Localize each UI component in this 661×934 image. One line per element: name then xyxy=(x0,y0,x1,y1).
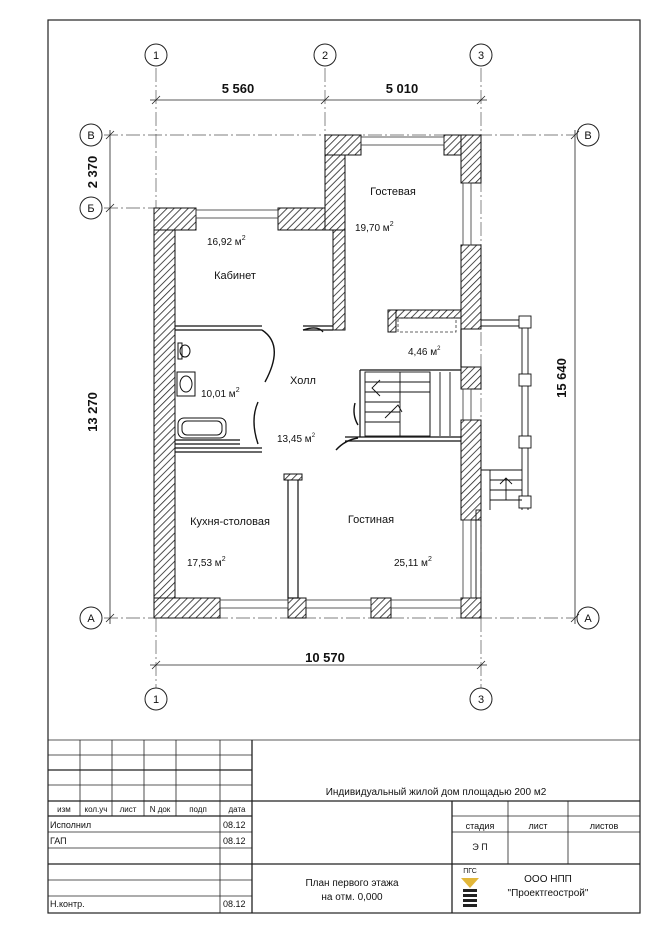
windows xyxy=(195,136,472,609)
stamp-header-list: лист xyxy=(120,805,137,814)
room-name-gostinaya: Гостиная xyxy=(348,514,394,526)
logo-text: ПГС xyxy=(463,868,477,875)
dim-bottom: 10 570 xyxy=(305,650,345,665)
room-area-kuhnya: 17,53 м2 xyxy=(187,556,226,569)
stamp-header-stadiya: стадия xyxy=(466,821,495,831)
stamp-header-kol: кол.уч xyxy=(85,805,108,814)
stamp-stage-value: Э П xyxy=(472,842,487,852)
axis-label-3-top: 3 xyxy=(478,50,484,62)
stamp-date-nkontr: 08.12 xyxy=(223,899,246,909)
axis-label-1-bottom: 1 xyxy=(153,694,159,706)
room-area-gostinaya: 25,11 м2 xyxy=(394,556,432,569)
room-area-holl: 13,45 м2 xyxy=(277,433,316,445)
stamp-role-ispolnil: Исполнил xyxy=(50,820,91,830)
axis-label-a-left: А xyxy=(87,613,95,625)
doors xyxy=(253,327,359,451)
partitions xyxy=(175,325,462,453)
stamp-header-ndok: N док xyxy=(150,805,171,814)
stamp-role-gap: ГАП xyxy=(50,836,67,846)
company-name-line1: ООО НПП xyxy=(524,874,572,885)
room-name-kabinet: Кабинет xyxy=(214,270,256,282)
stamp-header-izm: изм xyxy=(57,805,71,814)
company-name-line2: "Проектгеострой" xyxy=(508,888,589,899)
dim-top-left: 5 560 xyxy=(222,81,255,96)
stamp-date-ispolnil: 08.12 xyxy=(223,820,246,830)
company-logo: ПГС xyxy=(461,868,479,907)
terrace xyxy=(475,315,532,599)
bath-fixtures xyxy=(176,342,227,439)
axis-label-v-right: В xyxy=(584,130,591,142)
sheet-frame xyxy=(47,19,641,914)
staircase xyxy=(364,371,451,437)
room-area-kabinet: 16,92 м2 xyxy=(207,235,246,248)
axis-label-b-left: Б xyxy=(87,203,94,215)
shaft-outline xyxy=(397,317,457,333)
sheet-title-line1: План первого этажа xyxy=(305,878,399,889)
hall-partition-head xyxy=(283,473,303,481)
stamp-header-sheets: листов xyxy=(590,821,619,831)
axis-label-a-right: А xyxy=(584,613,592,625)
axis-label-v-left: В xyxy=(87,130,94,142)
stamp-header-podp: подп xyxy=(189,805,207,814)
axis-label-3-bottom: 3 xyxy=(478,694,484,706)
walls xyxy=(153,134,482,619)
dim-left-main: 13 270 xyxy=(85,392,100,432)
dimension-lines xyxy=(105,95,580,670)
axis-label-1-top: 1 xyxy=(153,50,159,62)
stamp-header-sheet: лист xyxy=(529,821,548,831)
room-name-gostevaya: Гостевая xyxy=(370,186,416,198)
dim-top-right: 5 010 xyxy=(386,81,419,96)
dim-left-top: 2 370 xyxy=(85,156,100,189)
room-name-holl: Холл xyxy=(290,375,316,387)
room-name-kuhnya: Кухня-столовая xyxy=(190,516,270,528)
axis-bubbles: 1 2 3 1 3 В Б А В А xyxy=(79,43,600,711)
project-title: Индивидуальный жилой дом площадью 200 м2 xyxy=(326,787,547,798)
stamp-date-gap: 08.12 xyxy=(223,836,246,846)
sheet-title-line2: на отм. 0,000 xyxy=(321,892,383,903)
room-area-bath: 10,01 м2 xyxy=(201,387,240,400)
room-area-lift: 4,46 м2 xyxy=(408,346,441,358)
stamp-header-data: дата xyxy=(229,805,247,814)
dim-right-total: 15 640 xyxy=(554,358,569,398)
room-area-gostevaya: 19,70 м2 xyxy=(355,221,394,234)
stamp-role-nkontr: Н.контр. xyxy=(50,899,85,909)
axis-label-2-top: 2 xyxy=(322,50,328,62)
